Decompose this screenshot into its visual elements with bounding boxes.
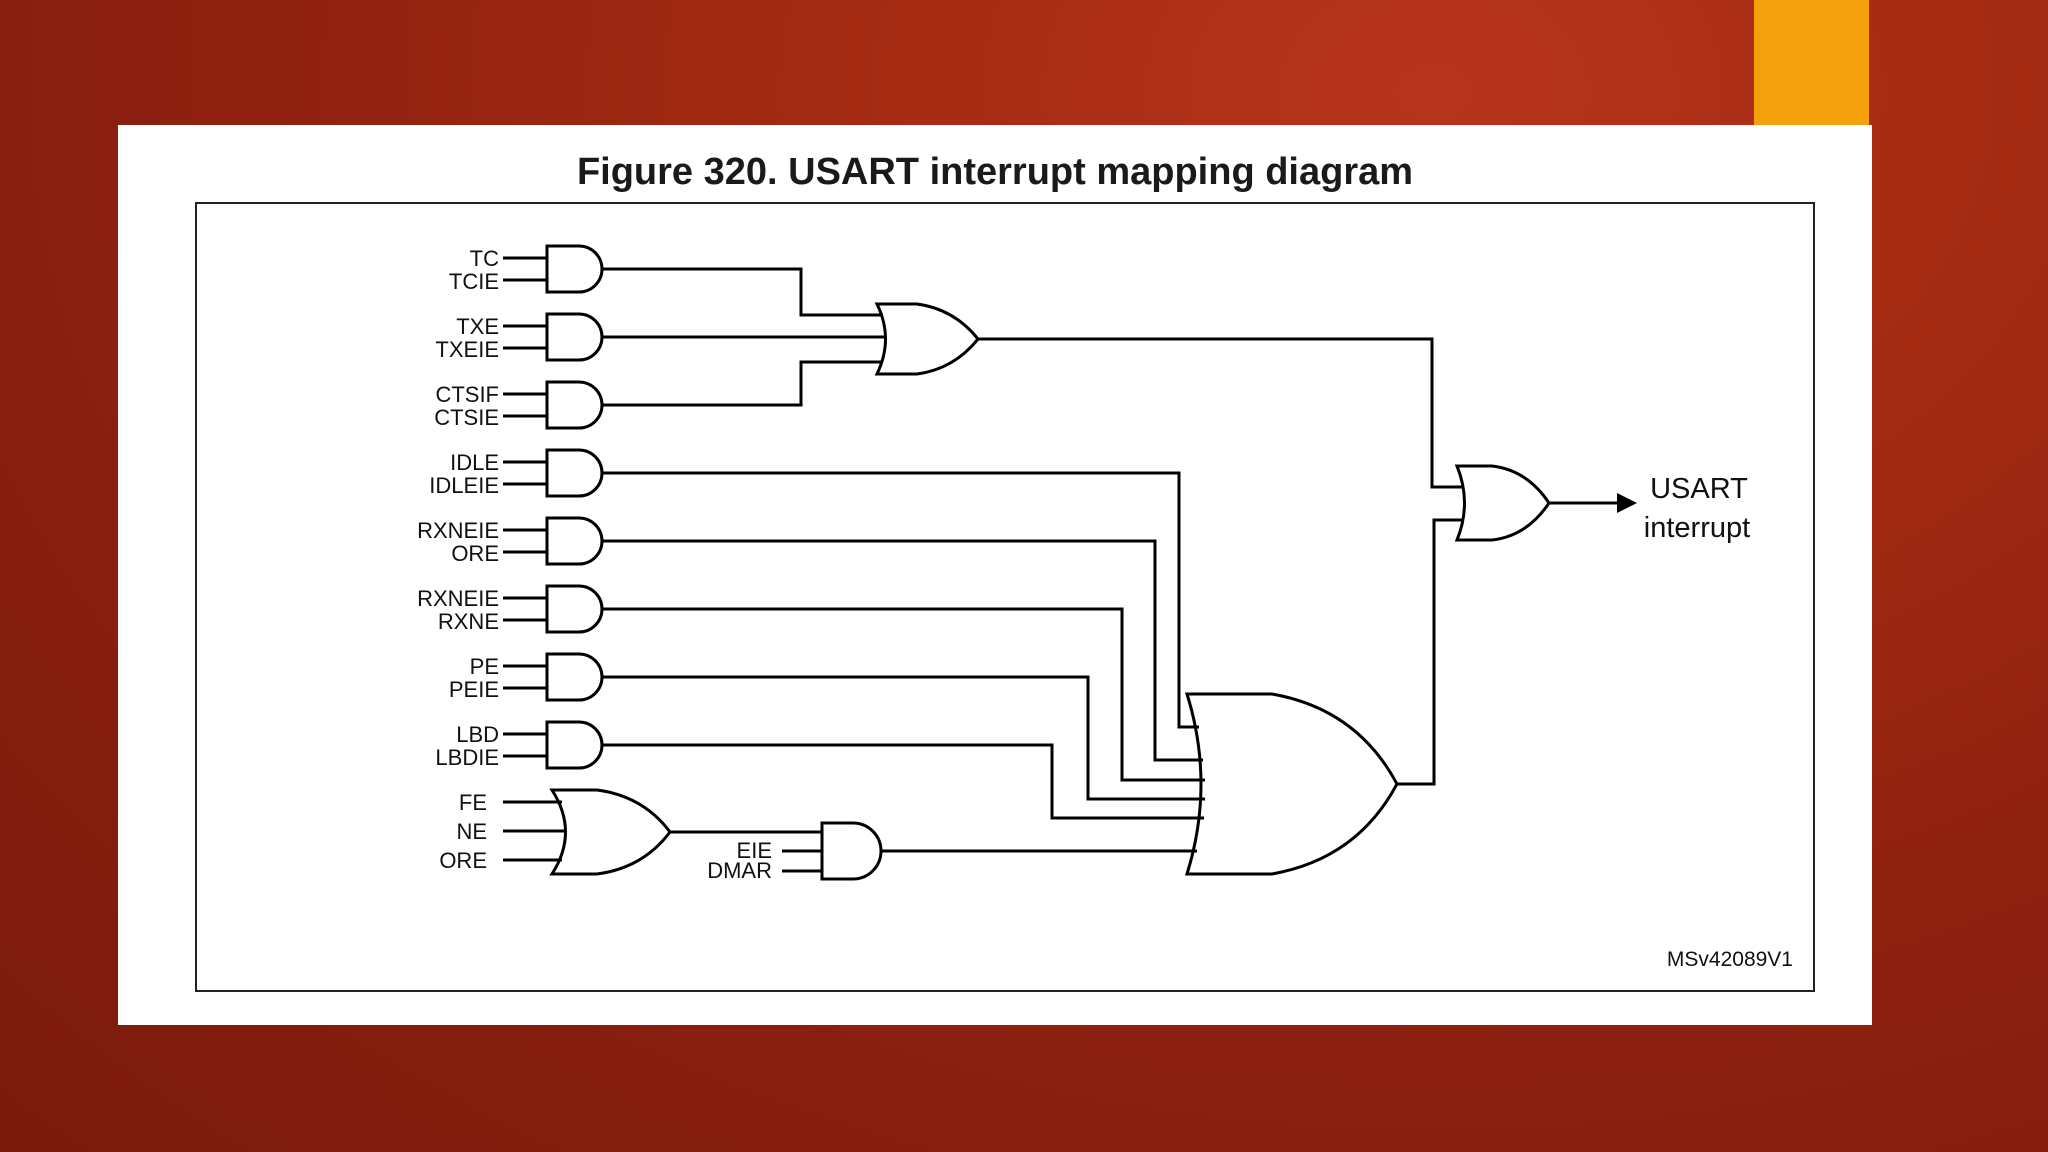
rx-or-gate <box>602 471 1399 876</box>
logic-diagram: TC TCIE TXE TXEIE CTSIF CTSIE <box>417 244 1793 971</box>
and-6-input-2-label: RXNE <box>438 609 499 634</box>
error-or-input-2-label: NE <box>456 819 487 844</box>
and-gate-2: TXE TXEIE <box>435 312 604 362</box>
and-8-input-1-label: LBD <box>456 722 499 747</box>
tx-or-gate <box>602 267 980 407</box>
and-2-input-2-label: TXEIE <box>435 337 499 362</box>
output-label-line-2: interrupt <box>1644 512 1750 544</box>
and-5-input-1-label: RXNEIE <box>417 518 499 543</box>
and-4-input-2-label: IDLEIE <box>429 473 499 498</box>
error-and-input-1-label: EIE <box>737 838 772 863</box>
and-6-input-1-label: RXNEIE <box>417 586 499 611</box>
and-gate-3: CTSIF CTSIE <box>434 380 604 430</box>
accent-bar <box>1754 0 1869 125</box>
error-or-gate: FE NE ORE <box>439 788 672 876</box>
output-arrow-icon <box>1617 493 1637 513</box>
and-5-input-2-label: ORE <box>451 541 499 566</box>
and-8-input-2-label: LBDIE <box>435 745 499 770</box>
and-3-input-2-label: CTSIE <box>434 405 499 430</box>
usart-interrupt-output: USART interrupt <box>1549 473 1750 544</box>
error-and-input-2-label: DMAR <box>707 858 772 883</box>
and-gate-6: RXNEIE RXNE <box>417 584 604 634</box>
and-7-input-1-label: PE <box>470 654 499 679</box>
and-3-input-1-label: CTSIF <box>435 382 499 407</box>
and-2-input-1-label: TXE <box>456 314 499 339</box>
final-or-gate <box>978 337 1551 786</box>
slide-card: Figure 320. USART interrupt mapping diag… <box>118 125 1872 1025</box>
and-gate-1: TC TCIE <box>449 244 604 294</box>
and-4-input-1-label: IDLE <box>450 450 499 475</box>
figure-title: Figure 320. USART interrupt mapping diag… <box>576 151 1414 193</box>
and-1-input-2-label: TCIE <box>449 269 499 294</box>
and-1-input-1-label: TC <box>470 246 499 271</box>
error-or-input-3-label: ORE <box>439 848 487 873</box>
error-or-input-1-label: FE <box>459 790 487 815</box>
diagram-frame: TC TCIE TXE TXEIE CTSIF CTSIE <box>195 202 1815 992</box>
and-gate-5: RXNEIE ORE <box>417 516 604 566</box>
and-gate-7: PE PEIE <box>449 652 604 702</box>
error-and-gate: EIE DMAR <box>670 821 883 883</box>
output-label-line-1: USART <box>1650 473 1748 505</box>
and-gate-4: IDLE IDLEIE <box>429 448 604 498</box>
figure-reference: MSv42089V1 <box>1667 948 1793 971</box>
and-7-input-2-label: PEIE <box>449 677 499 702</box>
and-gate-8: LBD LBDIE <box>435 720 604 770</box>
